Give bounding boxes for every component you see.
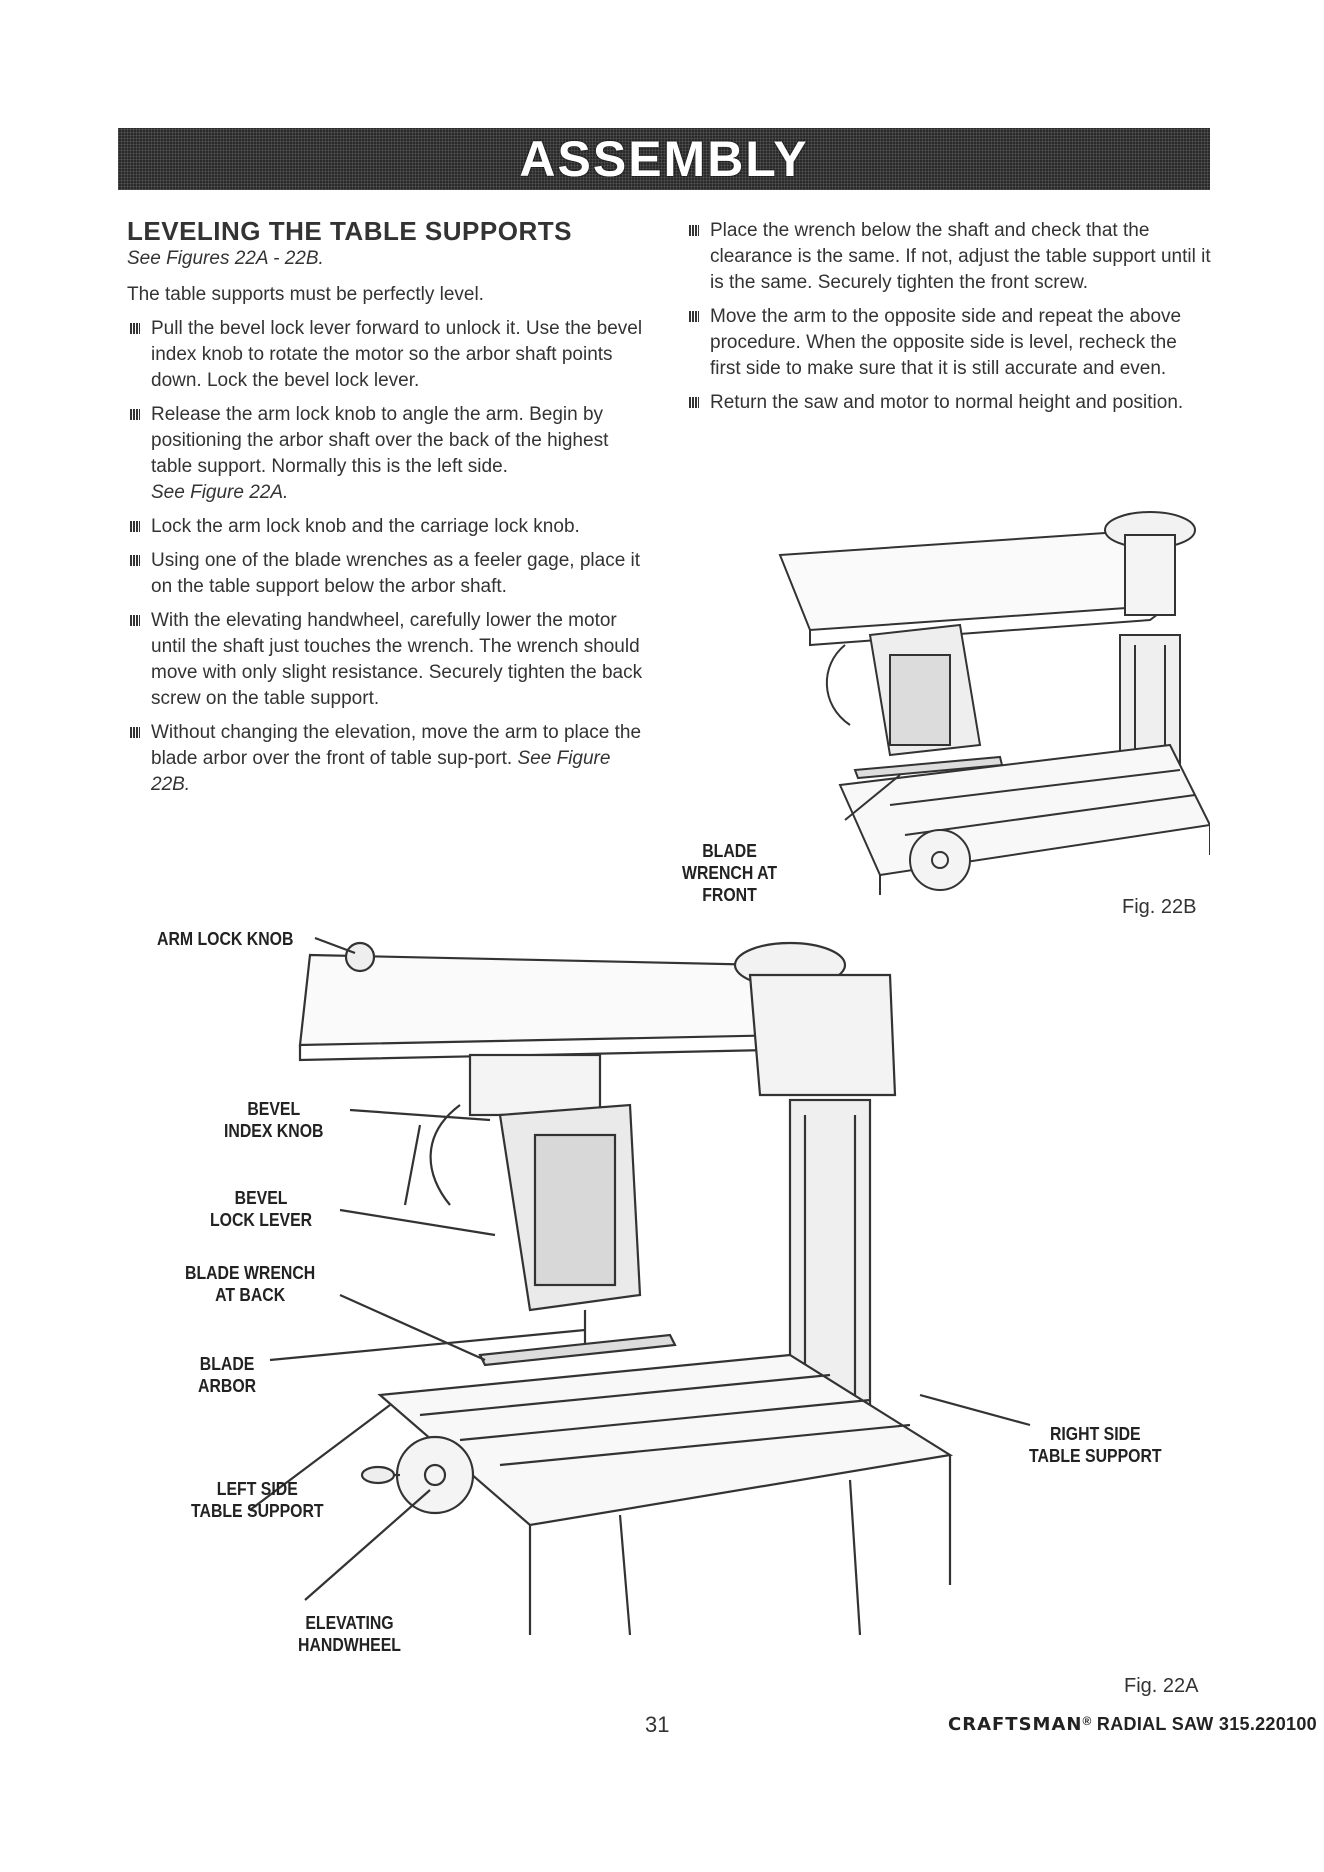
- label-elevating-handwheel: ELEVATING HANDWHEEL: [298, 1613, 401, 1655]
- left-column: LEVELING THE TABLE SUPPORTS See Figures …: [127, 218, 647, 806]
- list-item: Without changing the elevation, move the…: [127, 720, 647, 798]
- left-bullet-list: Pull the bevel lock lever forward to unl…: [127, 316, 647, 798]
- model-name: RADIAL SAW 315.220100: [1096, 1714, 1317, 1734]
- right-column: Place the wrench below the shaft and che…: [686, 218, 1211, 424]
- section-title: LEVELING THE TABLE SUPPORTS: [127, 216, 572, 246]
- list-item: Lock the arm lock knob and the carriage …: [127, 514, 647, 540]
- list-item: Using one of the blade wrenches as a fee…: [127, 548, 647, 600]
- banner-title: ASSEMBLY: [519, 131, 809, 187]
- registered-mark: ®: [1082, 1714, 1092, 1728]
- list-item: Return the saw and motor to normal heigh…: [686, 390, 1211, 416]
- label-bevel-index-knob: BEVEL INDEX KNOB: [224, 1099, 324, 1141]
- figure-22b-caption: Fig. 22B: [1122, 896, 1197, 918]
- page-number: 31: [645, 1712, 670, 1737]
- figure-reference: See Figure 22A.: [151, 482, 289, 503]
- label-blade-arbor: BLADE ARBOR: [198, 1354, 257, 1396]
- label-left-side-table-support: LEFT SIDE TABLE SUPPORT: [191, 1479, 324, 1521]
- list-item: Pull the bevel lock lever forward to unl…: [127, 316, 647, 394]
- figure-22b-illustration: [778, 511, 1210, 895]
- list-item: Place the wrench below the shaft and che…: [686, 218, 1211, 296]
- label-arm-lock-knob: ARM LOCK KNOB: [157, 929, 294, 949]
- section-banner: ASSEMBLY: [118, 128, 1210, 190]
- brand-logo: CRAFTSMAN: [948, 1714, 1083, 1735]
- figure-22a-illustration: [249, 936, 1031, 1635]
- figure-22a-caption: Fig. 22A: [1124, 1675, 1199, 1697]
- see-figures-note: See Figures 22A - 22B.: [127, 248, 324, 269]
- footer-brand: CRAFTSMAN® RADIAL SAW 315.220100: [948, 1714, 1317, 1735]
- label-blade-wrench-at-front: BLADE WRENCH AT FRONT: [682, 841, 778, 905]
- label-bevel-lock-lever: BEVEL LOCK LEVER: [210, 1188, 313, 1230]
- figure-reference: See Figure 22B.: [151, 748, 611, 795]
- label-right-side-table-support: RIGHT SIDE TABLE SUPPORT: [1029, 1424, 1162, 1466]
- list-item: Move the arm to the opposite side and re…: [686, 304, 1211, 382]
- list-item: With the elevating handwheel, carefully …: [127, 608, 647, 712]
- label-blade-wrench-at-back: BLADE WRENCH AT BACK: [185, 1263, 316, 1305]
- right-bullet-list: Place the wrench below the shaft and che…: [686, 218, 1211, 416]
- list-item: Release the arm lock knob to angle the a…: [127, 402, 647, 506]
- intro-text: The table supports must be perfectly lev…: [127, 284, 484, 305]
